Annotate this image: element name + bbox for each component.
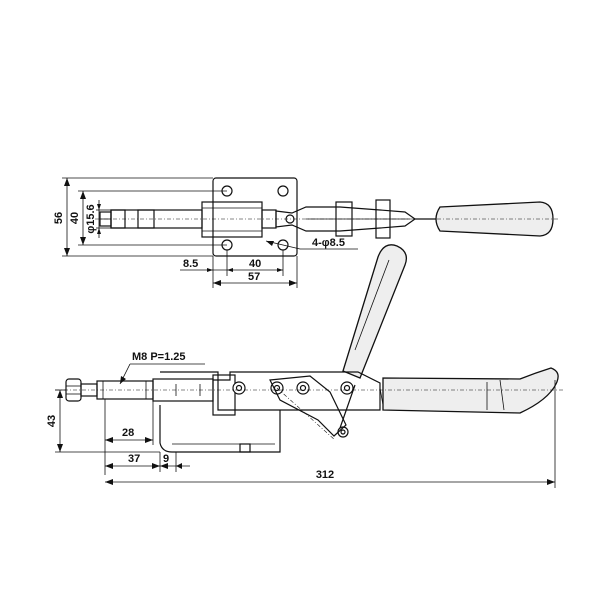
- dim-overall-length: 312: [316, 469, 334, 481]
- base-foot: [159, 405, 281, 453]
- clamp-body: [160, 371, 381, 411]
- dim-shaft-diameter: φ15.6: [85, 204, 97, 233]
- handle-raised: [342, 244, 408, 379]
- side-view: [55, 244, 565, 453]
- dim-height: 43: [46, 415, 58, 427]
- dim-height-inner: 40: [69, 212, 81, 224]
- top-view-dimensions: 56 40 φ15.6 4-φ8.5 8.5 40 57: [53, 177, 358, 288]
- body-block: [201, 201, 263, 238]
- dim-hole-spec: 4-φ8.5: [312, 237, 345, 249]
- dim-thread: M8 P=1.25: [132, 351, 186, 363]
- dim-offset: 8.5: [183, 258, 198, 270]
- dim-height-outer: 56: [53, 212, 65, 224]
- dim-span: 37: [128, 453, 140, 465]
- mounting-hole-icon: [221, 185, 289, 251]
- side-view-dimensions: M8 P=1.25 43 28 37 9 312: [46, 351, 556, 488]
- dim-gap: 9: [163, 453, 169, 465]
- top-view: [95, 177, 560, 257]
- handle-closed: [382, 367, 559, 414]
- dim-base-width: 57: [248, 271, 260, 283]
- dim-stroke: 28: [122, 427, 134, 439]
- dim-hole-spacing: 40: [249, 258, 261, 270]
- base-plate: [212, 177, 298, 257]
